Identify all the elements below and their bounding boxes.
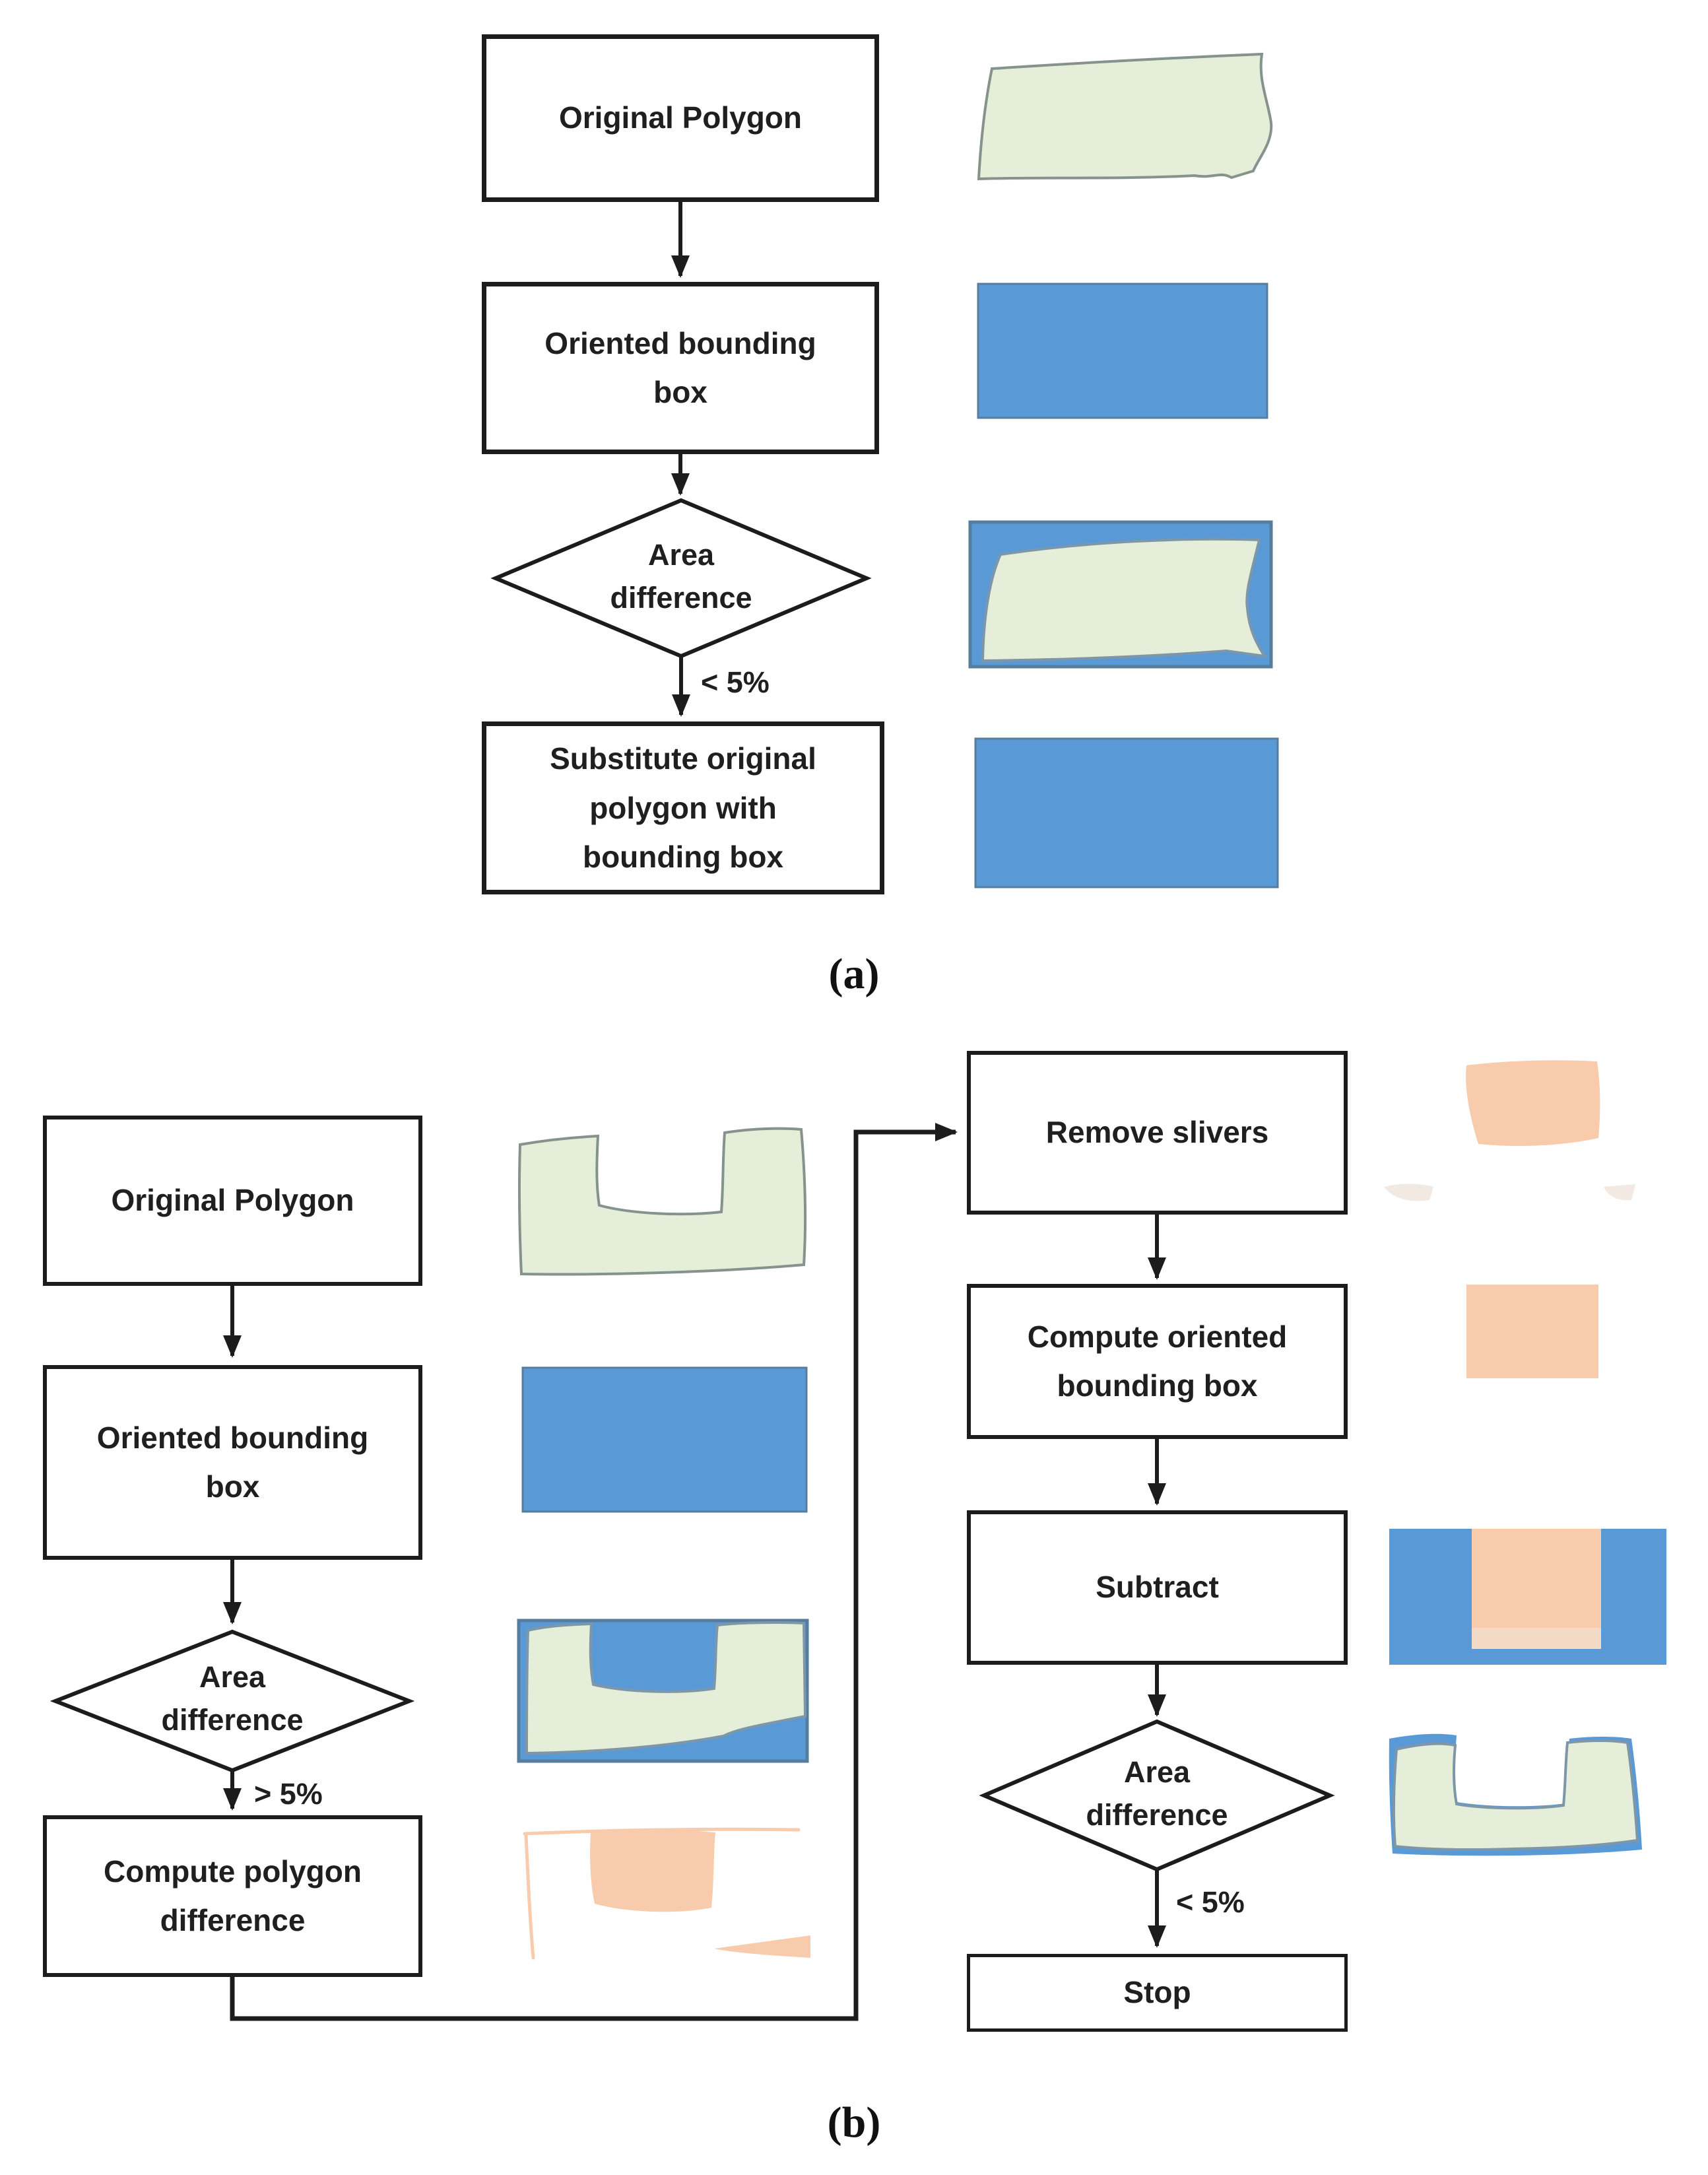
box-a-obb-line1: Oriented bounding xyxy=(544,325,816,360)
shape-b-final-comparison xyxy=(1389,1733,1642,1856)
box-b-remove-slivers: Remove slivers xyxy=(967,1051,1348,1215)
box-b-original-polygon: Original Polygon xyxy=(43,1116,422,1286)
decision-b-left-line2: difference xyxy=(161,1703,304,1737)
box-b-original-polygon-label: Original Polygon xyxy=(111,1183,354,1218)
edge-label-b-less-5pct: < 5% xyxy=(1176,1885,1245,1919)
box-b-subtract: Subtract xyxy=(967,1510,1348,1665)
shape-a-original-polygon xyxy=(977,52,1273,181)
box-b-obb-line2: box xyxy=(205,1469,260,1504)
box-b-compute-obb-line2: bounding box xyxy=(1057,1368,1258,1403)
box-a-original-polygon-label: Original Polygon xyxy=(558,100,803,135)
decision-b-left-line1: Area xyxy=(199,1660,266,1694)
caption-a: (a) xyxy=(828,950,880,998)
box-b-obb-line1: Oriented bounding xyxy=(96,1420,369,1455)
shape-b-original-u-polygon xyxy=(517,1127,807,1276)
loop-connector xyxy=(230,1123,958,2021)
decision-b-right-line2: difference xyxy=(1086,1798,1228,1832)
box-a-substitute-line2: polygon with xyxy=(589,790,777,825)
box-b-compute-polygon-difference: Compute polygon difference xyxy=(43,1815,422,1977)
shape-a-bounding-box xyxy=(977,283,1268,419)
shape-b-overlay-comparison xyxy=(517,1619,809,1763)
box-a-substitute-line1: Substitute original xyxy=(550,741,816,776)
edge-label-a-less-5pct: < 5% xyxy=(701,665,770,699)
decision-a-label: Area difference xyxy=(549,533,813,620)
box-b-compute-diff-line1: Compute polygon xyxy=(104,1854,362,1889)
box-a-oriented-bounding-box: Oriented bounding box xyxy=(482,282,879,454)
box-b-oriented-bounding-box: Oriented bounding box xyxy=(43,1365,422,1560)
difference-left-sliver xyxy=(524,1833,535,1960)
shape-a-overlay-polygon xyxy=(981,537,1267,663)
box-b-compute-diff-line2: difference xyxy=(160,1902,306,1937)
decision-b-right-label: Area difference xyxy=(1025,1751,1289,1837)
decision-a-diamond xyxy=(490,498,872,659)
removed-sliver-left xyxy=(1384,1184,1433,1201)
box-a-substitute-line3: bounding box xyxy=(582,840,784,875)
shape-b-polygon-difference xyxy=(523,1827,810,1960)
shape-b-slivers-removed xyxy=(1384,1060,1635,1201)
box-b-stop-label: Stop xyxy=(1123,1975,1191,2010)
box-b-compute-oriented-bounding-box: Compute oriented bounding box xyxy=(967,1284,1348,1439)
difference-corner-sliver xyxy=(714,1935,810,1958)
box-b-subtract-label: Subtract xyxy=(1096,1570,1219,1605)
decision-b-left-diamond xyxy=(49,1629,415,1773)
decision-a-line1: Area xyxy=(647,538,715,572)
box-b-compute-obb-line1: Compute oriented xyxy=(1027,1319,1288,1354)
shape-b-bounding-box xyxy=(521,1366,808,1513)
decision-b-right-diamond xyxy=(979,1719,1335,1872)
caption-b: (b) xyxy=(827,2098,881,2147)
edge-label-b-greater-5pct: > 5% xyxy=(254,1777,323,1811)
shape-a-overlay-comparison xyxy=(968,520,1273,669)
sliver-notch-kept xyxy=(1466,1060,1600,1146)
box-a-obb-line2: box xyxy=(653,374,707,409)
shape-b-subtract-result xyxy=(1389,1529,1666,1665)
shape-a-substituted-box xyxy=(974,737,1279,888)
box-b-stop: Stop xyxy=(967,1954,1348,2032)
difference-notch-region xyxy=(590,1829,715,1912)
subtract-notch-lower-band xyxy=(1472,1628,1601,1649)
decision-a-line2: difference xyxy=(610,581,752,615)
shape-b-sliver-bounding-box xyxy=(1466,1285,1598,1378)
decision-b-right-line1: Area xyxy=(1123,1755,1191,1789)
removed-sliver-right xyxy=(1604,1184,1635,1201)
box-a-original-polygon: Original Polygon xyxy=(482,34,879,202)
subtract-notch-box xyxy=(1472,1529,1601,1630)
decision-b-left-label: Area difference xyxy=(100,1656,364,1742)
box-a-substitute: Substitute original polygon with boundin… xyxy=(482,721,884,894)
final-polygon-overlay xyxy=(1392,1739,1639,1851)
box-b-remove-slivers-label: Remove slivers xyxy=(1045,1115,1269,1150)
shape-b-overlay-polygon xyxy=(525,1621,807,1755)
